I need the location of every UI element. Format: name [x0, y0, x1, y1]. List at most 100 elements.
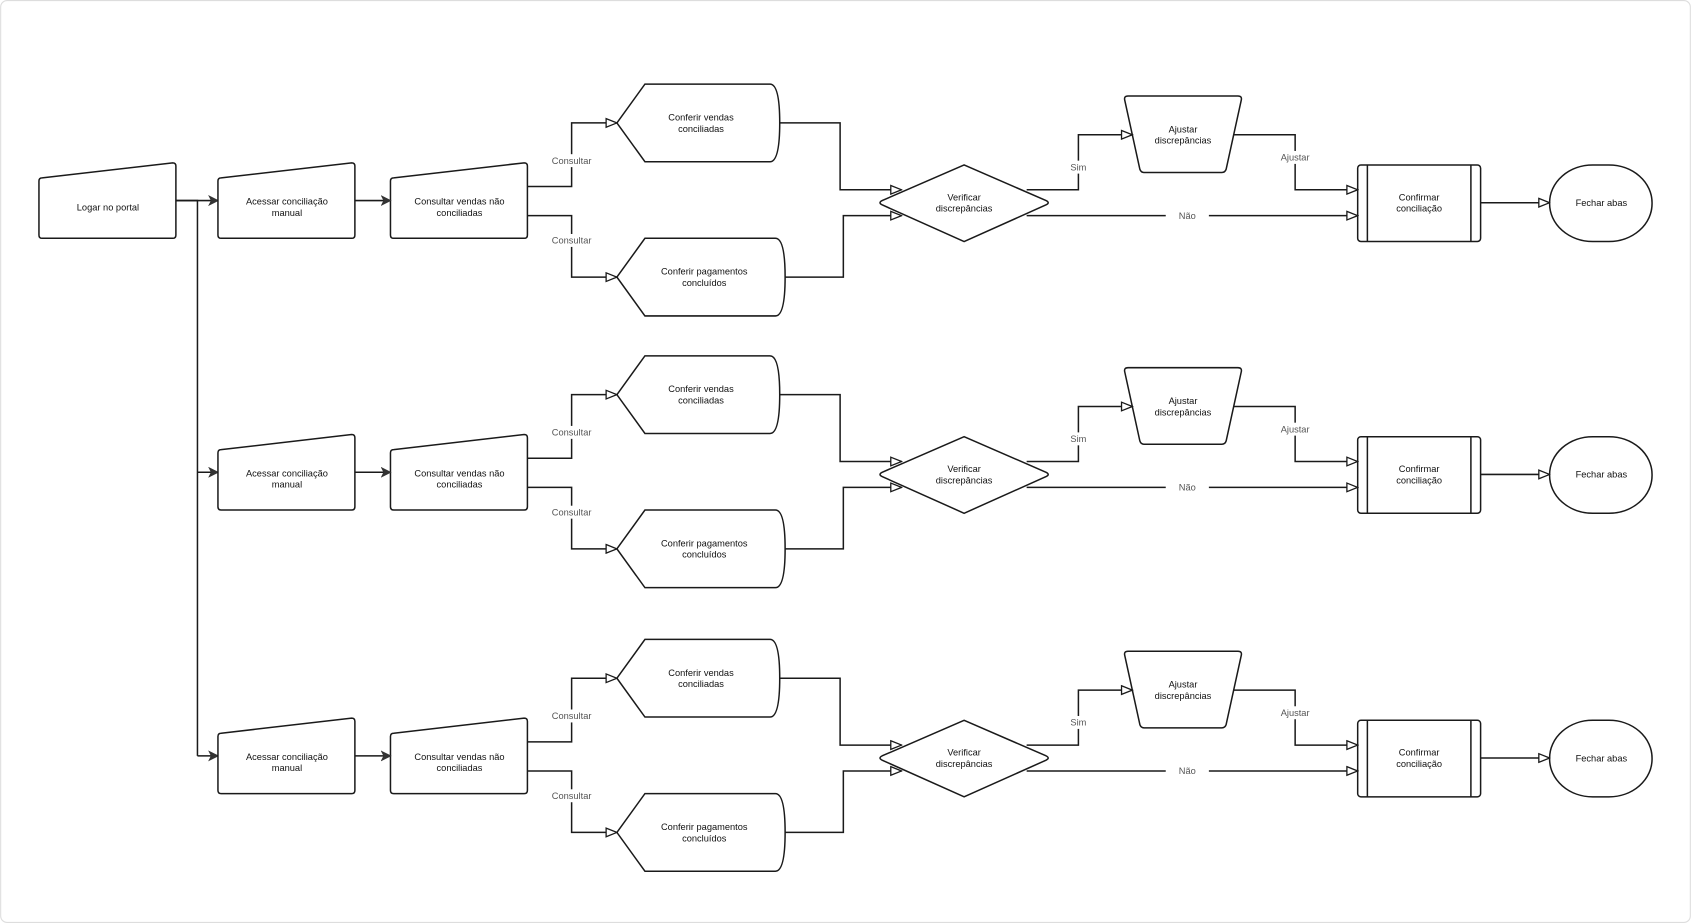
- node-acessar-row-3-text: Acessar conciliação: [246, 752, 328, 762]
- node-conferir-pagamentos-row-2-text: concluídos: [682, 550, 727, 560]
- edge-label-consultar-top-row-1-text: Consultar: [552, 156, 592, 166]
- node-confirmar-row-3-text: conciliação: [1396, 759, 1442, 769]
- edge-label-nao-row-3-bg: [1165, 764, 1209, 778]
- node-fechar-abas-row-3-text: Fechar abas: [1576, 753, 1628, 763]
- node-acessar-row-1-text: manual: [272, 208, 302, 218]
- edge-label-sim-row-1: Sim: [1056, 160, 1100, 174]
- node-conferir-vendas-row-3-text: Conferir vendas: [668, 668, 734, 678]
- node-confirmar-row-3-text: Confirmar: [1399, 748, 1440, 758]
- node-conferir-pagamentos-row-2-text: Conferir pagamentos: [661, 538, 748, 548]
- node-acessar-row-3-text: manual: [272, 763, 302, 773]
- edge-label-nao-row-1-bg: [1165, 209, 1209, 223]
- node-acessar-row-2-text: Acessar conciliação: [246, 468, 328, 478]
- node-conferir-pagamentos-row-3-text: Conferir pagamentos: [661, 822, 748, 832]
- node-conferir-pagamentos-row-1-text: concluídos: [682, 278, 727, 288]
- node-logar-no-portal[interactable]: Logar no portal: [38, 162, 177, 240]
- node-fechar-abas-row-1-text: Fechar abas: [1576, 198, 1628, 208]
- diamond-shape: [879, 435, 1049, 515]
- node-consultar-row-1-shape: [389, 162, 529, 240]
- node-fechar-abas-row-3[interactable]: Fechar abas: [1548, 719, 1653, 798]
- node-confirmar-row-1-text: conciliação: [1396, 204, 1442, 214]
- node-verificar-row-2-text: Verificar: [947, 464, 980, 474]
- edge-label-consultar-bottom-row-3-text: Consultar: [552, 791, 592, 801]
- edge-label-consultar-top-row-2-text: Consultar: [552, 428, 592, 438]
- node-fechar-abas-row-1[interactable]: Fechar abas: [1548, 164, 1653, 243]
- node-confirmar-row-1[interactable]: Confirmar conciliação: [1356, 164, 1482, 243]
- edge-pagamentos-verificar-row-3[interactable]: [785, 771, 901, 834]
- node-confirmar-row-2-text: conciliação: [1396, 475, 1442, 485]
- node-acessar-row-1-text: Acessar conciliação: [246, 197, 328, 207]
- edge-vendas-verificar-row-1[interactable]: [779, 122, 902, 190]
- node-conferir-pagamentos-row-3-text: concluídos: [682, 833, 727, 843]
- node-confirmar-row-1-text: Confirmar: [1399, 192, 1440, 202]
- node-acessar-row-3-shape: [217, 717, 356, 795]
- node-fechar-abas-row-2[interactable]: Fechar abas: [1548, 435, 1653, 515]
- edge-label-sim-row-2-text: Sim: [1070, 434, 1086, 444]
- trapezoid-shape: [1123, 366, 1243, 446]
- node-conferir-vendas-row-2-text: Conferir vendas: [668, 384, 734, 394]
- node-ajustar-row-3-text: Ajustar: [1169, 680, 1198, 690]
- edge-label-nao-row-1: Não: [1165, 209, 1209, 223]
- edge-label-nao-row-2: Não: [1165, 480, 1209, 494]
- edge-label-sim-row-3-text: Sim: [1070, 718, 1086, 728]
- node-consultar-row-3-shape: [389, 717, 529, 795]
- node-fechar-abas-row-2-text: Fechar abas: [1576, 470, 1628, 480]
- node-ajustar-row-1-text: discrepâncias: [1155, 136, 1212, 146]
- edge-label-nao-row-2-bg: [1165, 480, 1209, 494]
- edge-label-consultar-bottom-row-1-bg: [550, 233, 594, 247]
- node-acessar-row-2[interactable]: Acessar conciliação manual: [217, 433, 356, 511]
- node-verificar-row-1-text: discrepâncias: [936, 204, 993, 214]
- node-acessar-row-1-shape: [217, 162, 356, 240]
- node-consultar-row-3-text: Consultar vendas não: [414, 752, 504, 762]
- edge-vendas-verificar-row-3[interactable]: [779, 677, 902, 745]
- node-logar-no-portal-shape: [38, 162, 177, 240]
- edge-label-consultar-bottom-row-3-bg: [550, 789, 594, 803]
- edge-pagamentos-verificar-row-1[interactable]: [785, 216, 901, 278]
- edge-label-nao-row-1-text: Não: [1179, 211, 1196, 221]
- edge-label-ajustar-row-3-text: Ajustar: [1281, 708, 1310, 718]
- node-conferir-pagamentos-row-2[interactable]: Conferir pagamentos concluídos: [615, 509, 786, 589]
- node-verificar-row-2-text: discrepâncias: [936, 475, 993, 485]
- edge-label-ajustar-row-2-bg: [1273, 422, 1317, 436]
- edge-pagamentos-verificar-row-2[interactable]: [785, 487, 901, 550]
- trapezoid-shape: [1123, 650, 1243, 729]
- edge-label-ajustar-row-1: Ajustar: [1273, 150, 1317, 164]
- edge-label-ajustar-row-1-text: Ajustar: [1281, 153, 1310, 163]
- node-verificar-row-3-text: discrepâncias: [936, 759, 993, 769]
- node-conferir-vendas-row-1-text: Conferir vendas: [668, 112, 734, 122]
- node-conferir-vendas-row-2[interactable]: Conferir vendas conciliadas: [615, 355, 781, 435]
- node-conferir-vendas-row-2-text: conciliadas: [678, 396, 724, 406]
- node-verificar-decision-row-1[interactable]: Verificar discrepâncias: [879, 164, 1049, 243]
- node-ajustar-row-3-text: discrepâncias: [1155, 691, 1212, 701]
- node-ajustar-row-1[interactable]: Ajustar discrepâncias: [1123, 95, 1243, 174]
- node-acessar-row-2-text: manual: [272, 480, 302, 490]
- edge-vendas-verificar-row-2[interactable]: [779, 393, 902, 462]
- node-verificar-row-1-text: Verificar: [947, 192, 980, 202]
- diamond-shape: [879, 719, 1049, 798]
- edge-label-sim-row-2: Sim: [1056, 432, 1100, 446]
- edge-label-sim-row-1-text: Sim: [1070, 162, 1086, 172]
- edge-label-consultar-top-row-1-bg: [550, 154, 594, 168]
- node-ajustar-row-1-text: Ajustar: [1169, 124, 1198, 134]
- edge-label-ajustar-row-2-text: Ajustar: [1281, 424, 1310, 434]
- edge-label-consultar-top-row-2-bg: [550, 425, 594, 439]
- node-consultar-row-2-text: Consultar vendas não: [414, 468, 504, 478]
- edge-label-ajustar-row-3: Ajustar: [1273, 706, 1317, 720]
- edge-label-nao-row-3: Não: [1165, 764, 1209, 778]
